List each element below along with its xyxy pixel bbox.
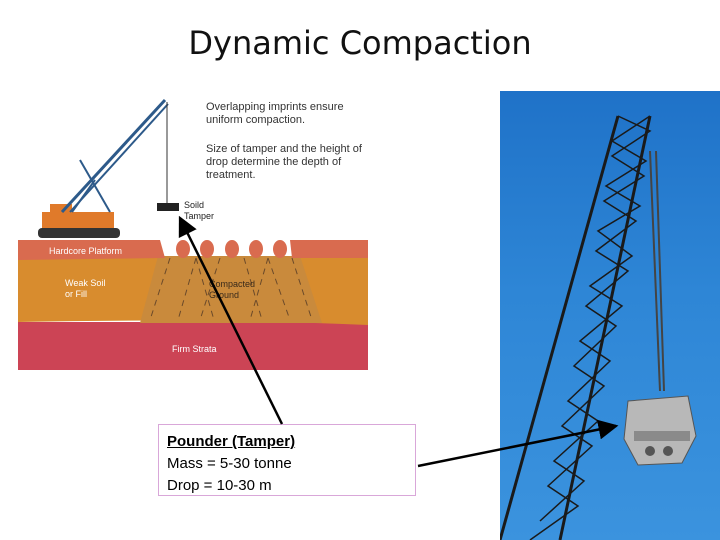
pounder-weight [623,395,697,466]
label-weak-soil: Weak Soil or Fill [65,278,106,299]
crane-illustration [38,98,179,238]
label-solid-tamper: Soild Tamper [184,200,215,221]
label-firm-strata: Firm Strata [172,344,217,354]
info-heading: Pounder (Tamper) [167,433,296,450]
diagram-caption-2: Size of tamper and the height of drop de… [206,143,362,181]
info-mass: Mass = 5-30 tonne [167,455,292,472]
solid-tamper [157,203,179,211]
slide-title: Dynamic Compaction [188,24,532,62]
imprint-bumps [176,240,287,258]
diagram-caption-1: Overlapping imprints ensure uniform comp… [206,101,344,126]
label-compacted-ground: Compacted Ground [209,279,256,300]
crane-lattice-graphic [500,115,697,540]
hardcore-platform-layer [18,240,165,260]
label-hardcore-platform: Hardcore Platform [49,246,123,256]
crane-pounder-photo [500,91,720,540]
hardcore-platform-right [290,240,368,258]
pounder-info-box: Pounder (Tamper) Mass = 5-30 tonne Drop … [158,424,416,496]
info-drop: Drop = 10-30 m [167,477,272,494]
